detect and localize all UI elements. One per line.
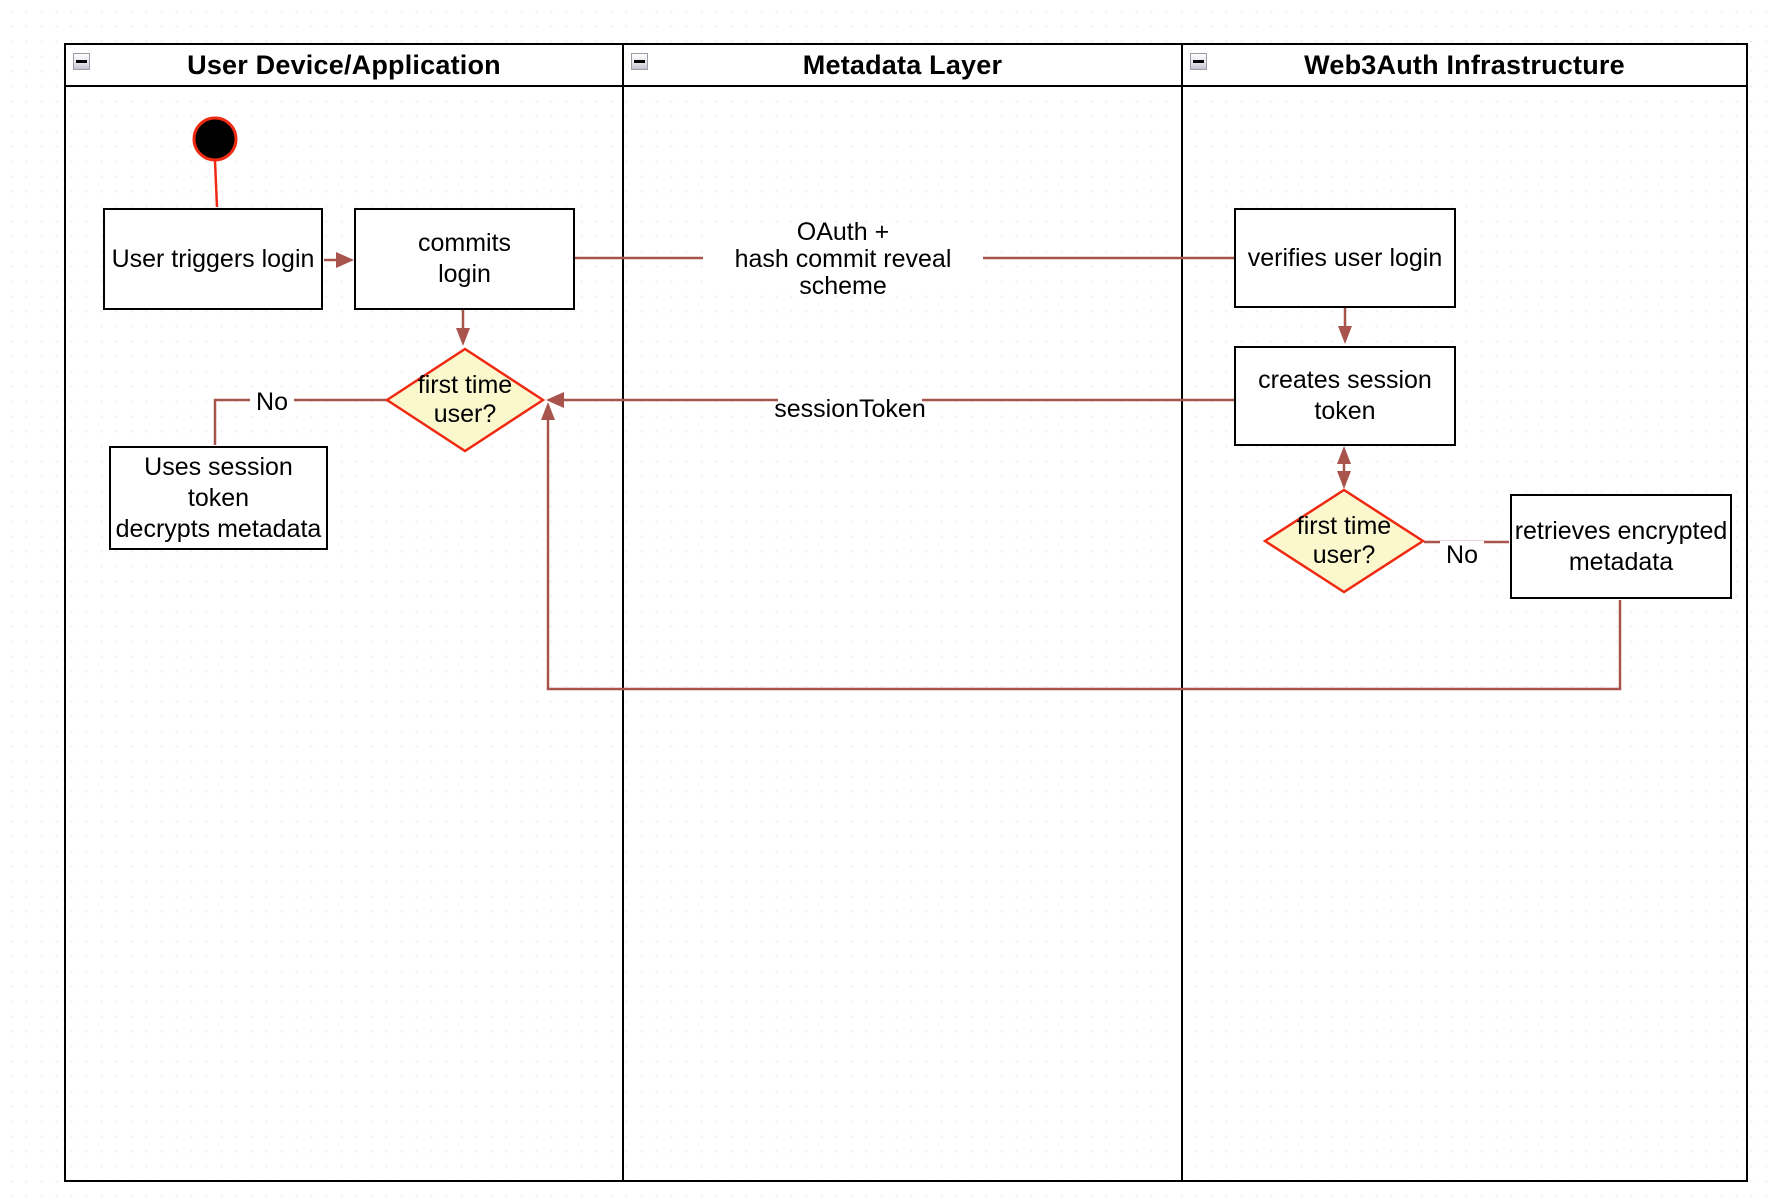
swimlane-frame: User Device/Application Metadata Layer W… (64, 43, 1748, 1182)
start-connector (213, 160, 219, 208)
decision-diamond-right[interactable] (1262, 488, 1426, 594)
minus-glyph (1193, 60, 1204, 63)
start-node[interactable] (192, 116, 238, 162)
lane-title: Web3Auth Infrastructure (1304, 49, 1625, 80)
arrowhead-left (546, 392, 564, 408)
edge-label-oauth: OAuth + hash commit reveal scheme (703, 218, 983, 299)
arrowhead-up (1337, 446, 1351, 464)
lane-title: Metadata Layer (802, 49, 1003, 80)
lane-header-web3auth[interactable]: Web3Auth Infrastructure (1183, 45, 1746, 87)
node-uses-session-token[interactable]: Uses session token decrypts metadata (109, 446, 328, 550)
lane-user-device: User Device/Application (66, 45, 624, 1180)
node-commits-login[interactable]: commits login (354, 208, 575, 310)
lane-metadata-layer: Metadata Layer (624, 45, 1183, 1180)
decision-label-right: first time user? (1296, 512, 1392, 569)
lane-title: User Device/Application (187, 49, 501, 80)
node-verifies-user-login[interactable]: verifies user login (1234, 208, 1456, 308)
minus-glyph (634, 60, 645, 63)
node-retrieves-encrypted-metadata[interactable]: retrieves encrypted metadata (1510, 494, 1732, 599)
edge-label-session-token: sessionToken (774, 394, 926, 423)
lane-header-metadata-layer[interactable]: Metadata Layer (624, 45, 1181, 87)
edge-label-no-left: No (250, 388, 294, 416)
connector-retrieves-loop (546, 416, 1622, 691)
minus-glyph (76, 60, 87, 63)
node-creates-session-token[interactable]: creates session token (1234, 346, 1456, 446)
arrowhead-up (541, 402, 555, 420)
lane-web3auth: Web3Auth Infrastructure (1183, 45, 1746, 1180)
arrowhead-right (336, 252, 354, 268)
connector-no-left (213, 398, 387, 445)
arrowhead-down (456, 328, 470, 346)
edge-label-no-right: No (1440, 541, 1484, 569)
collapse-minus-icon[interactable] (631, 53, 648, 70)
decision-diamond-left[interactable] (384, 347, 546, 453)
node-user-triggers-login[interactable]: User triggers login (103, 208, 323, 310)
arrowhead-down (1338, 326, 1352, 344)
arrowhead-down (1337, 471, 1351, 489)
collapse-minus-icon[interactable] (1190, 53, 1207, 70)
lane-header-user-device[interactable]: User Device/Application (66, 45, 622, 87)
decision-label-left: first time user? (417, 371, 513, 428)
collapse-minus-icon[interactable] (73, 53, 90, 70)
